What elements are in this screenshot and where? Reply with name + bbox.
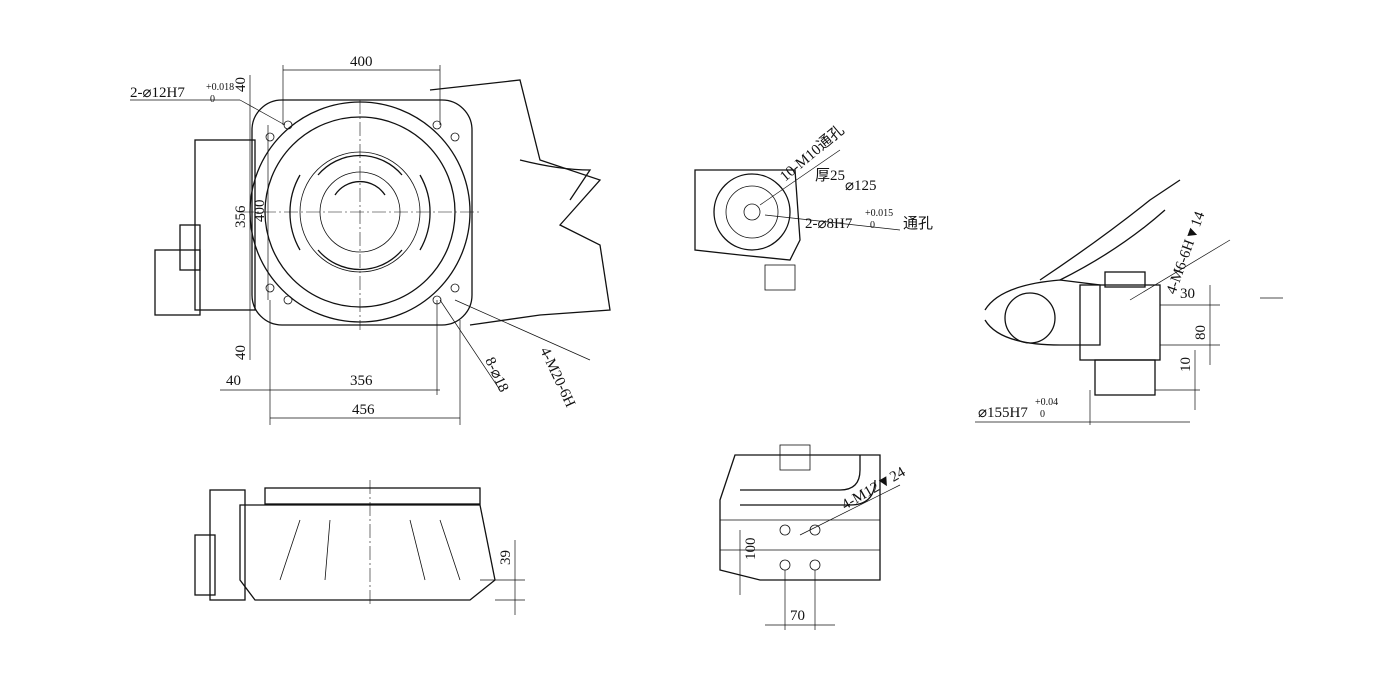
- dim-70: 70: [790, 608, 805, 624]
- wrist-view: 4-M6-6H▼14 30 80 10 ⌀155H7 +0.04 0: [975, 179, 1283, 425]
- dim-100: 100: [743, 538, 759, 561]
- dim-40-bottom: 40: [226, 373, 241, 389]
- dim-80: 80: [1193, 325, 1209, 340]
- wrist-bore-tol-upper: +0.04: [1035, 397, 1058, 408]
- hole-label: 2-⌀12H7: [130, 85, 185, 101]
- flange-thickness: 厚25: [815, 168, 845, 184]
- base-side-view: 39: [194, 480, 525, 615]
- hole-tol-lower: 0: [210, 94, 215, 105]
- wrist-thread: 4-M6-6H▼14: [1164, 209, 1209, 296]
- base-top-view: 400 2-⌀12H7 +0.018 0 40 356 400 40 40 35…: [130, 54, 611, 425]
- dim-39: 39: [498, 550, 514, 565]
- thread-4-label: 4-M20-6H: [536, 345, 578, 410]
- dim-356-bottom: 356: [350, 373, 373, 389]
- dim-40-left-bottom: 40: [233, 345, 249, 360]
- dim-456-bottom: 456: [352, 402, 375, 418]
- wrist-bore-tol-lower: 0: [1040, 409, 1045, 420]
- flange-pcd: ⌀125: [845, 178, 877, 194]
- dim-30: 30: [1180, 286, 1195, 302]
- flange-view: 10-M10通孔 厚25 ⌀125 2-⌀8H7 +0.015 0 通孔: [694, 122, 933, 291]
- flange-pin-tol-lower: 0: [870, 220, 875, 231]
- flange-pin-suffix: 通孔: [903, 215, 933, 232]
- flange-pin-holes: 2-⌀8H7: [805, 216, 853, 232]
- arm-view: 4-M12▼24 100 70: [719, 444, 909, 630]
- hole-tol-upper: +0.018: [206, 82, 234, 93]
- flange-pin-tol-upper: +0.015: [865, 208, 893, 219]
- dim-40-left-top: 40: [233, 77, 249, 92]
- wrist-bore: ⌀155H7: [978, 405, 1028, 421]
- dim-356-left: 356: [233, 205, 249, 228]
- dim-400-top: 400: [350, 54, 373, 70]
- holes-8-label: 8-⌀18: [481, 355, 511, 395]
- dim-400-inner: 400: [252, 200, 268, 223]
- dim-10: 10: [1178, 357, 1194, 372]
